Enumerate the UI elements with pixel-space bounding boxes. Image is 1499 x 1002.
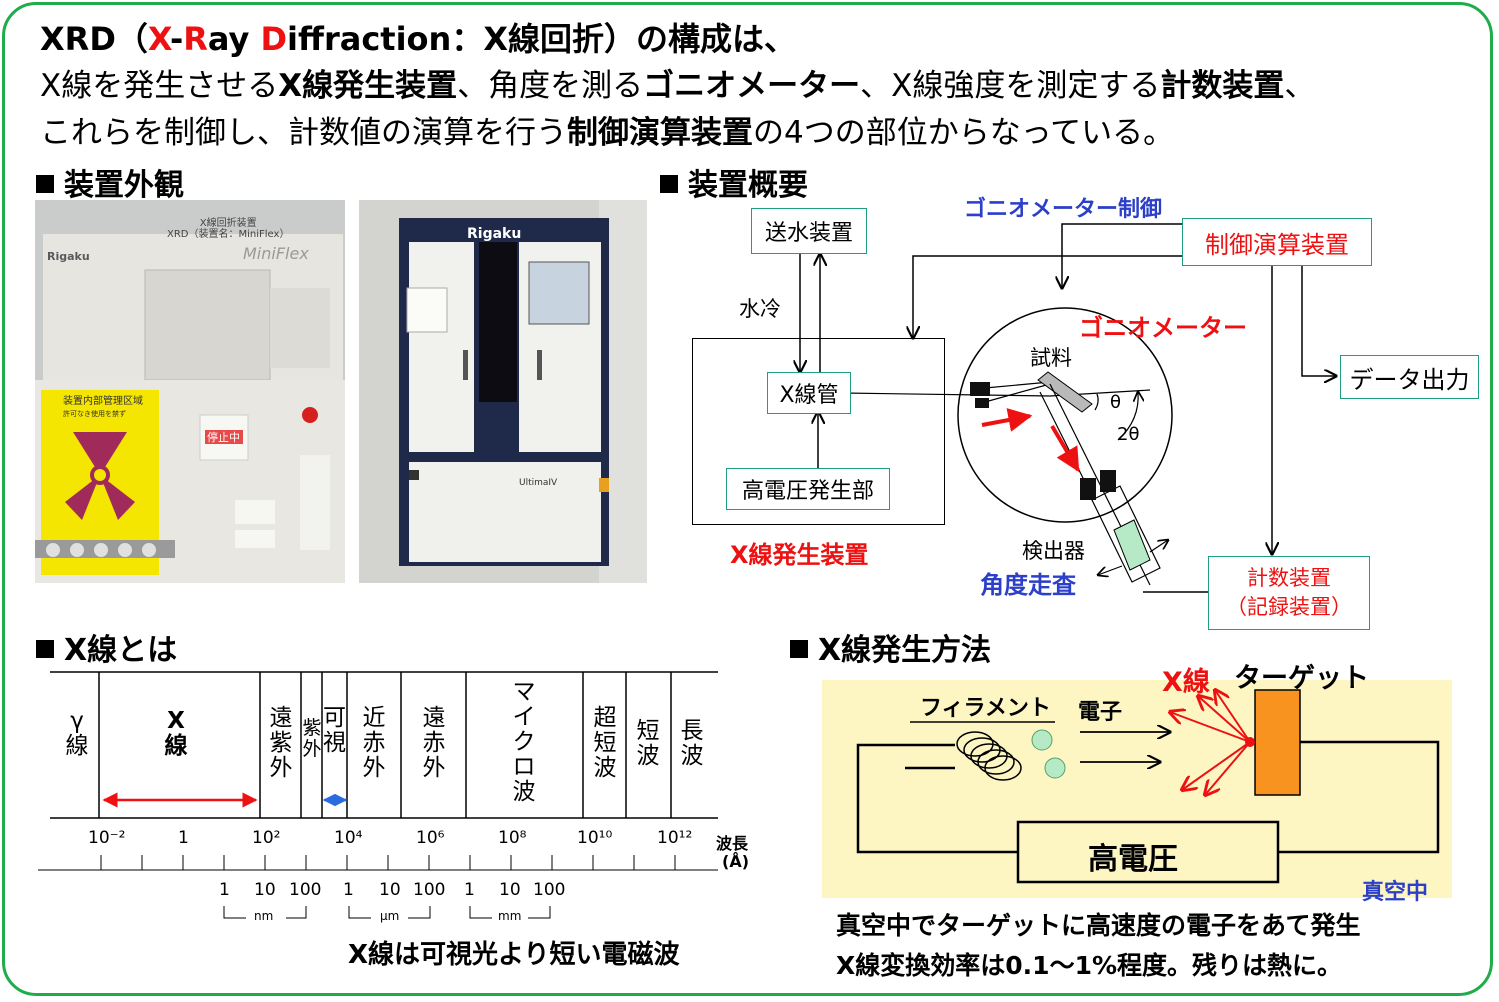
band-short: 短波 bbox=[636, 718, 660, 769]
sub-tick-label: 1 bbox=[219, 880, 230, 900]
axis-label-unit: (Å) bbox=[722, 852, 750, 871]
band-far-ir: 遠赤外 bbox=[422, 705, 446, 781]
header-line-2: X線を発生させるX線発生装置、角度を測るゴニオメーター、X線強度を測定する計数装… bbox=[40, 68, 1316, 104]
photo-model-left: MiniFlex bbox=[243, 244, 309, 263]
sub-tick-label: 10 bbox=[379, 880, 401, 900]
sub-tick-label: 100 bbox=[533, 880, 566, 900]
square-bullet-icon bbox=[790, 640, 808, 658]
tick-label: 10² bbox=[252, 828, 281, 848]
band-far-uv: 遠紫外 bbox=[269, 705, 293, 781]
sub-tick-label: 10 bbox=[499, 880, 521, 900]
detector-label: 検出器 bbox=[1022, 539, 1085, 563]
photo-stop-label: 停止中 bbox=[207, 431, 240, 444]
target-label: ターゲット bbox=[1234, 663, 1369, 694]
theta-label: θ bbox=[1110, 392, 1122, 413]
water-cooling-label: 水冷 bbox=[739, 297, 781, 321]
photo-model-right: UltimaIV bbox=[519, 478, 558, 488]
section-title-xray-generation: X線発生方法 bbox=[790, 625, 991, 669]
counter-line-1: 計数装置 bbox=[1247, 566, 1331, 590]
band-microwave: マイクロ波 bbox=[512, 679, 536, 805]
electron-label: 電子 bbox=[1078, 700, 1123, 725]
counter-line-2: （記録装置） bbox=[1226, 595, 1352, 619]
square-bullet-icon bbox=[36, 640, 54, 658]
band-visible: 可視 bbox=[323, 705, 346, 756]
tick-label: 1 bbox=[178, 828, 189, 848]
spectrum-caption: X線は可視光より短い電磁波 bbox=[348, 940, 680, 970]
photo-ultima: Rigaku UltimaIV bbox=[359, 200, 647, 583]
photo-sign-text: 装置内部管理区域許可なき使用を禁ず bbox=[63, 396, 143, 418]
header-line-3: これらを制御し、計数値の演算を行う制御演算装置の4つの部位からなっている。 bbox=[40, 115, 1175, 151]
unit-mm: mm bbox=[498, 909, 522, 923]
vacuum-label: 真空中 bbox=[1362, 880, 1429, 905]
square-bullet-icon bbox=[36, 175, 54, 193]
square-bullet-icon bbox=[660, 175, 678, 193]
high-voltage-label: 高電圧 bbox=[1088, 842, 1178, 877]
photo-brand-right: Rigaku bbox=[467, 226, 522, 242]
band-long: 長波 bbox=[680, 718, 704, 769]
tick-label: 10⁻² bbox=[88, 828, 126, 848]
two-theta-label: 2θ bbox=[1117, 424, 1140, 445]
unit-um: μm bbox=[380, 909, 400, 923]
filament-label: フィラメント bbox=[920, 696, 1051, 721]
hv-generator-box: 高電圧発生部 bbox=[726, 468, 890, 510]
xray-label: X線 bbox=[1162, 667, 1210, 698]
unit-nm: nm bbox=[254, 909, 274, 923]
section-title-appearance: 装置外観 bbox=[36, 160, 184, 204]
water-supply-box: 送水装置 bbox=[751, 208, 867, 254]
tick-label: 10⁶ bbox=[416, 828, 445, 848]
sub-tick-label: 10 bbox=[254, 880, 276, 900]
ultima-illustration bbox=[359, 200, 647, 583]
sub-tick-label: 100 bbox=[413, 880, 446, 900]
axis-label-wavelength: 波長 bbox=[716, 834, 749, 853]
band-ultrashort: 超短波 bbox=[593, 705, 617, 781]
tick-label: 10⁴ bbox=[334, 828, 363, 848]
counter-box: 計数装置 （記録装置） bbox=[1208, 556, 1370, 630]
goniometer-label: ゴニオメーター bbox=[1079, 314, 1247, 342]
xray-generator-frame bbox=[692, 338, 945, 525]
xray-generator-label: X線発生装置 bbox=[730, 541, 869, 569]
miniflex-illustration bbox=[35, 200, 345, 583]
tick-label: 10⁸ bbox=[498, 828, 527, 848]
gonio-control-label: ゴニオメーター制御 bbox=[964, 197, 1163, 222]
tick-label: 10¹⁰ bbox=[577, 828, 613, 848]
sub-tick-label: 1 bbox=[343, 880, 354, 900]
sub-tick-label: 100 bbox=[289, 880, 322, 900]
generation-note-1: 真空中でターゲットに高速度の電子をあて発生 bbox=[836, 911, 1361, 940]
header-line-1: XRD（X-Ray Diffraction：X線回折）の構成は、 bbox=[40, 20, 796, 58]
sub-tick-label: 1 bbox=[464, 880, 475, 900]
section-title-overview: 装置概要 bbox=[660, 160, 808, 204]
angle-scan-label: 角度走査 bbox=[980, 571, 1076, 599]
data-output-box: データ出力 bbox=[1340, 355, 1479, 399]
section-title-xray: X線とは bbox=[36, 625, 177, 669]
band-uv: 紫外 bbox=[302, 717, 322, 760]
sample-label: 試料 bbox=[1030, 346, 1072, 370]
photo-brand-left: Rigaku bbox=[47, 250, 90, 263]
xray-tube-box: X線管 bbox=[767, 372, 851, 414]
band-near-ir: 近赤外 bbox=[362, 705, 386, 781]
generation-note-2: X線変換効率は0.1～1%程度。残りは熱に。 bbox=[836, 951, 1343, 980]
control-unit-box: 制御演算装置 bbox=[1182, 218, 1372, 266]
tick-label: 10¹² bbox=[657, 828, 693, 848]
